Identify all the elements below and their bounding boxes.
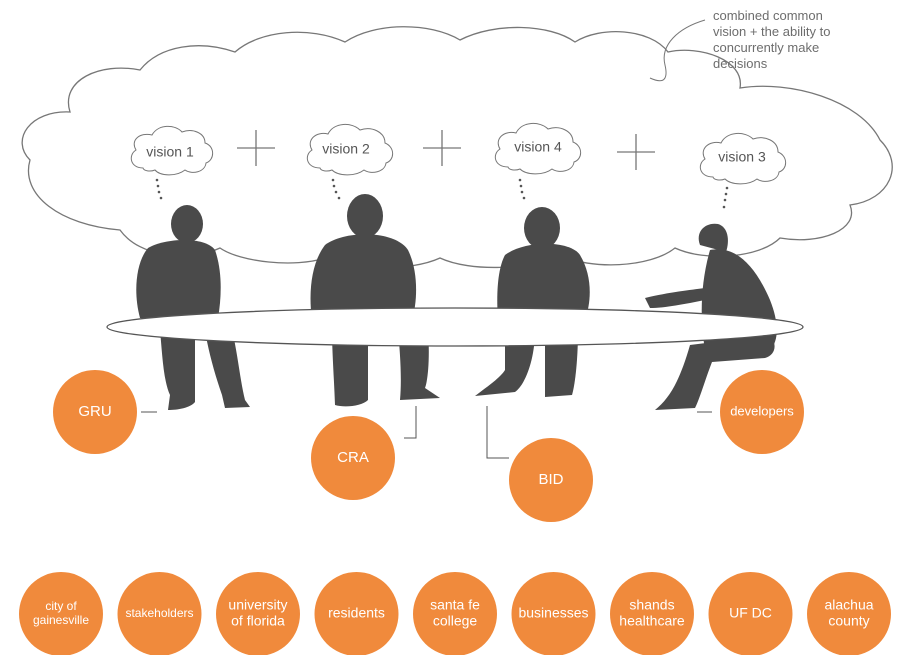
vision-cloud-2: vision 2: [306, 124, 394, 176]
vision-1-label: vision 1: [146, 144, 194, 160]
shared-vision-cloud: [21, 26, 893, 269]
partner-developers: developers: [720, 370, 804, 454]
stakeholder-label: alachua: [824, 597, 873, 613]
person-silhouette-2: [310, 194, 440, 407]
person-silhouette-1: [136, 205, 250, 410]
partner-bid-label: BID: [538, 471, 563, 488]
annotation-line: concurrently make: [713, 40, 820, 55]
stakeholder-circle-shape: [413, 572, 497, 655]
vision-2-label: vision 2: [322, 141, 370, 157]
annotation-pointer-line: [649, 19, 706, 82]
stakeholder-label: UF DC: [729, 605, 772, 621]
stakeholder-circle: businesses: [511, 572, 596, 655]
annotation-text: combined common vision + the ability to …: [713, 8, 893, 72]
annotation-line: combined common: [713, 8, 823, 23]
connector-lines: [141, 406, 712, 459]
stakeholder-circle-shape: [807, 572, 891, 655]
vision-3-label: vision 3: [718, 149, 766, 165]
stakeholder-label: of florida: [231, 613, 285, 629]
stakeholder-label: santa fe: [430, 597, 480, 613]
vision-cloud-4: vision 4: [494, 123, 582, 175]
stakeholder-circle: stakeholders: [117, 572, 202, 655]
stakeholder-circle-shape: [216, 572, 300, 655]
plus-sign-2: [423, 130, 461, 166]
stakeholder-label: city of: [45, 599, 77, 613]
annotation-line: decisions: [713, 56, 768, 71]
stakeholder-circle-shape: [19, 572, 103, 655]
partner-gru-label: GRU: [78, 403, 111, 420]
stakeholder-circle-shape: [511, 572, 596, 655]
partner-bid: BID: [509, 438, 593, 522]
stakeholder-label: gainesville: [33, 613, 89, 627]
stakeholder-label: healthcare: [619, 613, 685, 629]
vision-cloud-3: vision 3: [699, 133, 787, 185]
stakeholder-circle-shape: [117, 572, 202, 655]
stakeholder-circle-shape: [708, 572, 793, 655]
stakeholder-label: businesses: [518, 605, 588, 621]
stakeholder-label: college: [433, 613, 478, 629]
partner-cra: CRA: [311, 416, 395, 500]
vision-4-label: vision 4: [514, 139, 562, 155]
plus-sign-1: [237, 130, 275, 166]
stakeholder-label: stakeholders: [125, 606, 193, 620]
stakeholder-circle: UF DC: [708, 572, 793, 655]
annotation-line: vision + the ability to: [713, 24, 831, 39]
stakeholder-label: residents: [328, 605, 385, 621]
partner-developers-label: developers: [730, 403, 794, 418]
stakeholder-circle-shape: [610, 572, 694, 655]
person-silhouette-3: [475, 207, 590, 397]
partner-cra-label: CRA: [337, 449, 369, 466]
stakeholder-label: county: [828, 613, 869, 629]
vision-cloud-1: vision 1: [130, 125, 214, 176]
stakeholder-label: university: [228, 597, 287, 613]
partner-gru: GRU: [53, 370, 137, 454]
meeting-table: [106, 307, 804, 347]
stakeholder-circle-shape: [314, 572, 399, 655]
stakeholder-circle: residents: [314, 572, 399, 655]
plus-sign-3: [617, 134, 655, 170]
stakeholder-label: shands: [629, 597, 674, 613]
thought-dots: [155, 178, 729, 209]
